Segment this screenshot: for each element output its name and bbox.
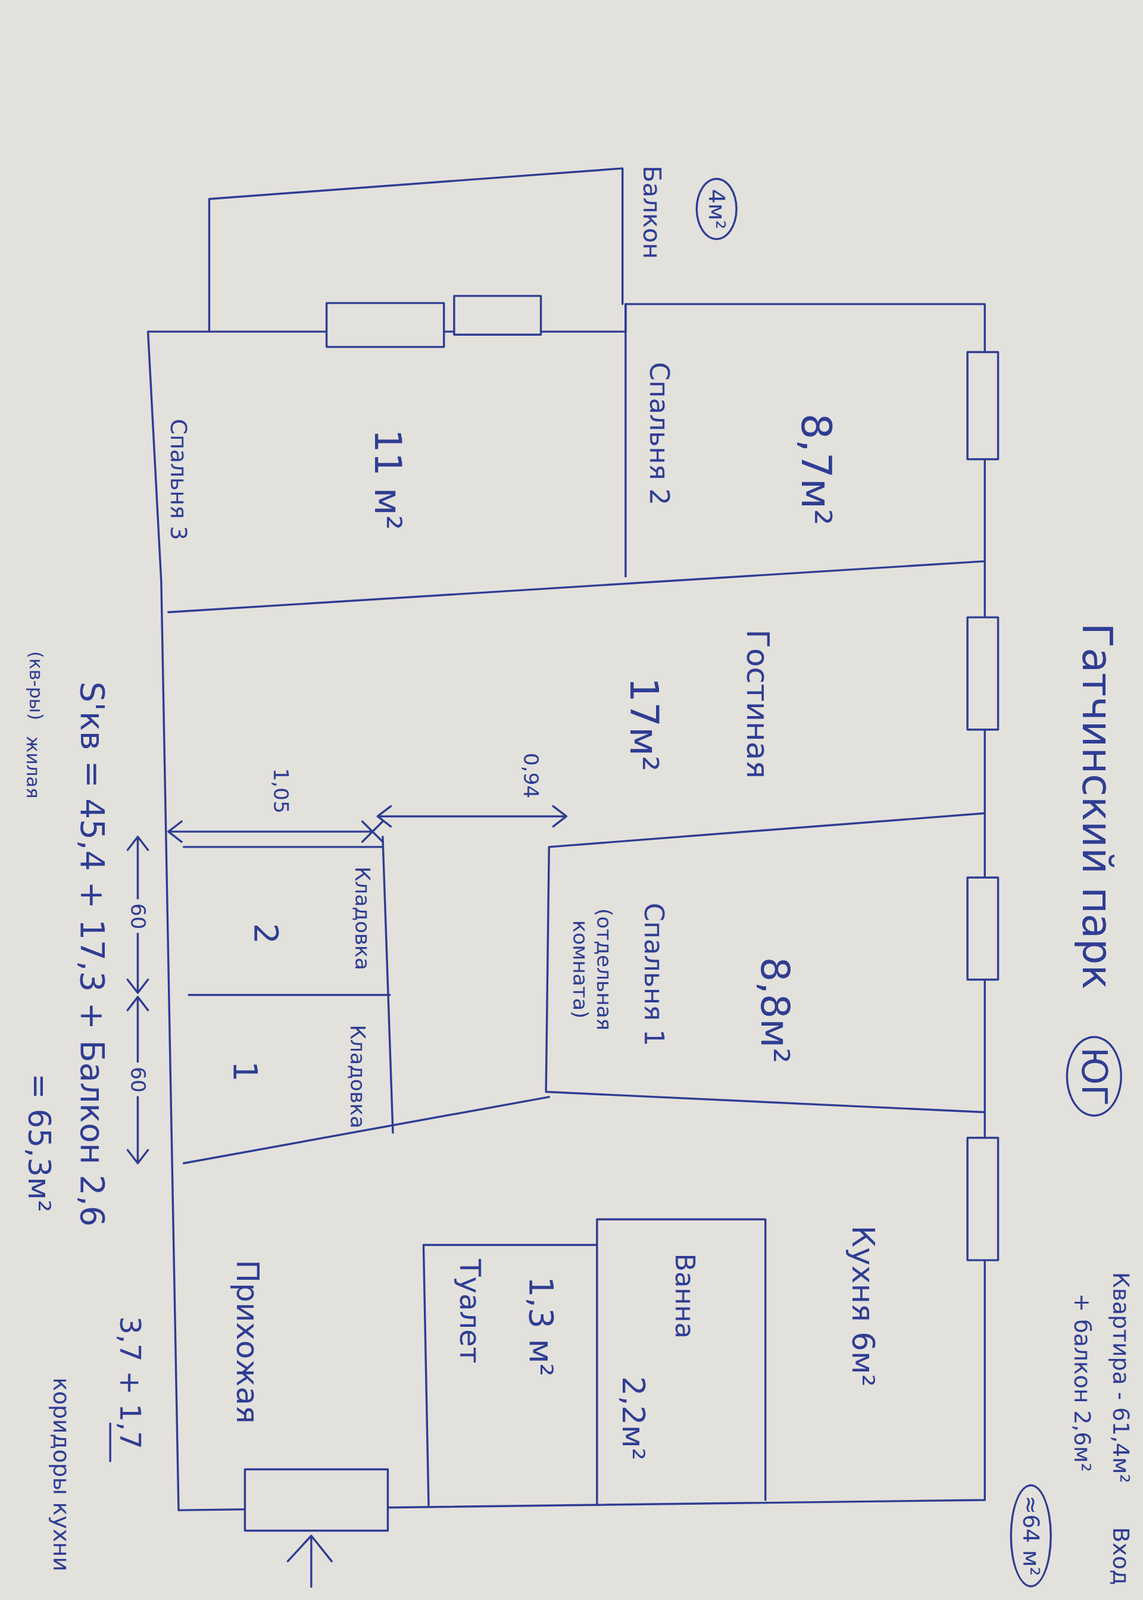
room-name: Ванна <box>668 1253 699 1339</box>
room-name: Гостиная <box>739 629 775 780</box>
wall <box>423 1219 765 1506</box>
room-name: Кухня 6м² <box>844 1225 880 1387</box>
room-area: Туалет 1,3 м² <box>423 1244 597 1505</box>
plan-note: жилая <box>22 736 43 799</box>
room-name: Туалет <box>453 1259 486 1364</box>
room-name: Спальня 1 <box>638 903 669 1047</box>
room-note: 17м² <box>620 677 666 772</box>
wall <box>168 561 985 613</box>
plan-note: 0,94 <box>519 753 543 799</box>
room-name: Кладовка <box>345 1025 369 1129</box>
room-area: Спальня 3 11 м² <box>148 331 626 587</box>
dimension-arrow <box>168 821 383 842</box>
room-note: 2 <box>246 923 284 945</box>
plan-note: Квартира - 61,4м² <box>1107 1272 1134 1484</box>
plan-note: 3,7 + 1,7 <box>113 1316 146 1449</box>
underline <box>108 1423 111 1461</box>
plan-note: 60 <box>126 1062 150 1097</box>
room-area: Кухня 6м² <box>765 1112 986 1501</box>
room-note: 11 м² <box>366 429 409 530</box>
plan-note: коридоры кухни <box>48 1377 74 1572</box>
room-note: (отдельная комната) <box>568 892 616 1046</box>
room-name: Балкон <box>636 165 665 259</box>
plan-note: (кв-ры) <box>25 651 46 721</box>
wall <box>545 813 985 1113</box>
room-note: 8,7м² <box>792 413 840 526</box>
plan-note: ≈64 м² <box>1009 1484 1052 1588</box>
room-area: Спальня 1 (отдельная комната) 8,8м² <box>545 847 985 1092</box>
window-symbol <box>967 351 998 1261</box>
plan-note: + балкон 2,6м² <box>1068 1293 1095 1473</box>
wall <box>624 304 627 577</box>
entrance-arrow <box>287 1535 332 1588</box>
plan-note: Вход <box>1107 1527 1134 1586</box>
room-note: 2,2м² <box>614 1376 651 1461</box>
room-area: Кладовка 2 <box>183 847 389 996</box>
plan-note: S'кв = 45,4 + 17,3 + Балкон 2,6 <box>73 681 111 1227</box>
room-area: Ванна 2,2м² <box>597 1219 766 1501</box>
room-name: Спальня 3 <box>165 419 192 541</box>
room-area: Спальня 2 8,7м² <box>625 304 985 567</box>
outer-wall <box>148 304 986 1511</box>
room-area: Балкон4м² <box>208 168 623 332</box>
entrance-door <box>244 1469 388 1532</box>
room-area: Кладовка 1 <box>183 994 389 1158</box>
plan-note: 60 <box>126 899 150 934</box>
plan-title: Гатчинский парк <box>1073 623 1121 991</box>
room-name: Прихожая <box>229 1260 265 1424</box>
plan-note: ЮГ <box>1065 1035 1122 1117</box>
room-note: 4м² <box>695 177 738 241</box>
plan-note: = 65,3м² <box>21 1073 57 1213</box>
room-note: 1,3 м² <box>522 1276 560 1377</box>
plan-note: 1,05 <box>269 767 293 814</box>
room-name: Кладовка <box>350 866 374 971</box>
room-name: Спальня 2 <box>642 361 674 506</box>
balcony-door <box>326 295 542 348</box>
room-area: Прихожая <box>178 1158 424 1511</box>
room-note: 8,8м² <box>751 957 796 1064</box>
room-note: 1 <box>226 1061 264 1083</box>
wall <box>183 837 393 1133</box>
dimension-arrow <box>377 806 567 827</box>
